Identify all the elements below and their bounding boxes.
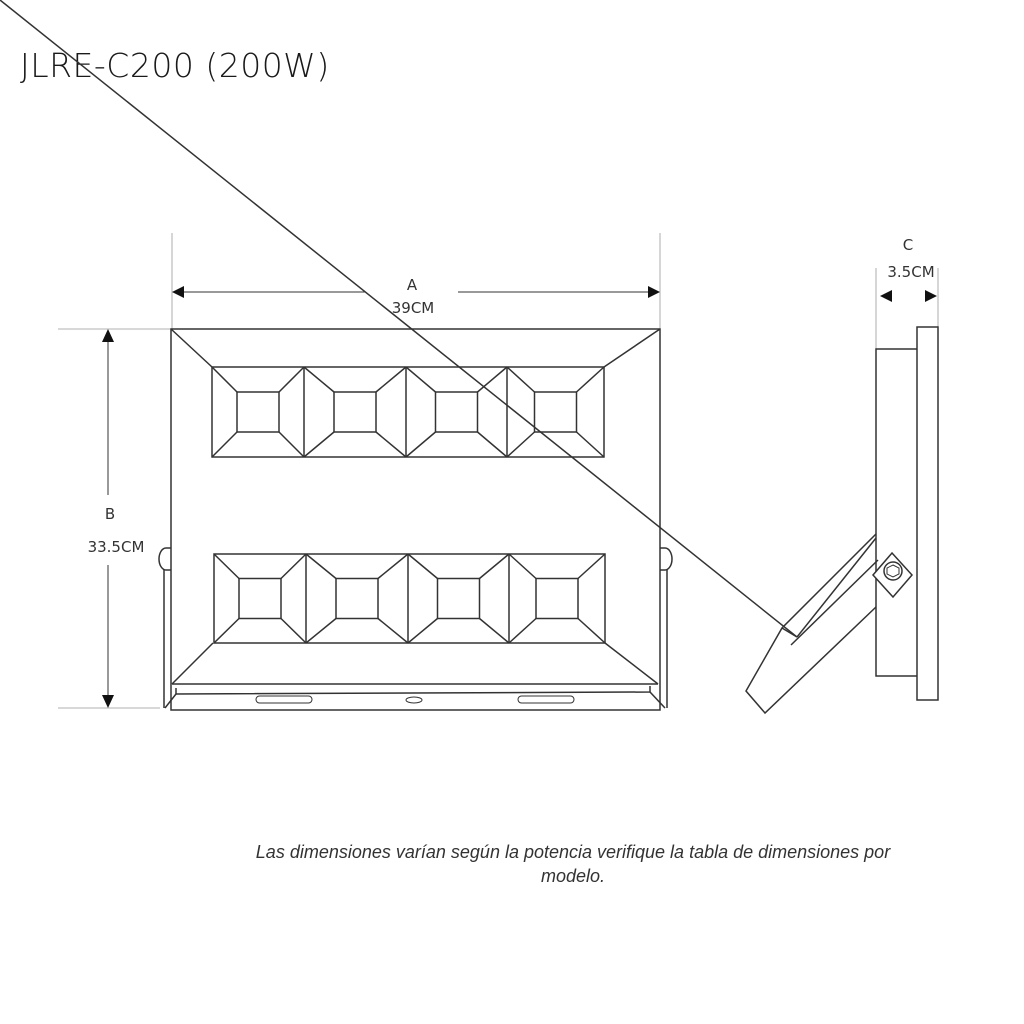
product-title: JLRE-C200 (200W) bbox=[20, 46, 330, 85]
arrow-right-icon bbox=[925, 290, 937, 302]
dimension-a: A 39CM bbox=[171, 233, 661, 329]
dimension-c-value: 3.5CM bbox=[887, 263, 934, 281]
dimension-c: C 3.5CM bbox=[875, 236, 939, 349]
led-module bbox=[508, 553, 606, 644]
arrow-left-icon bbox=[880, 290, 892, 302]
arrow-down-icon bbox=[102, 695, 114, 708]
led-module bbox=[211, 366, 305, 458]
led-module-row-bottom bbox=[213, 553, 606, 644]
led-module bbox=[213, 553, 307, 644]
led-module bbox=[303, 366, 407, 458]
arrow-up-icon bbox=[102, 329, 114, 342]
led-module bbox=[405, 366, 508, 458]
dimensions-note: Las dimensiones varían según la potencia… bbox=[255, 842, 891, 886]
dimension-b: B 33.5CM bbox=[58, 328, 171, 709]
led-module bbox=[407, 553, 510, 644]
dimension-b-value: 33.5CM bbox=[88, 538, 145, 556]
side-view bbox=[0, 0, 939, 715]
arrow-right-icon bbox=[648, 286, 660, 298]
dimension-b-letter: B bbox=[105, 505, 115, 523]
led-module bbox=[305, 553, 409, 644]
dimension-c-letter: C bbox=[903, 236, 913, 254]
led-module bbox=[506, 366, 605, 458]
dimension-a-value: 39CM bbox=[392, 299, 435, 317]
led-module-row-top bbox=[211, 366, 605, 458]
arrow-left-icon bbox=[172, 286, 184, 298]
front-view bbox=[158, 328, 673, 711]
dimension-a-letter: A bbox=[407, 276, 418, 294]
